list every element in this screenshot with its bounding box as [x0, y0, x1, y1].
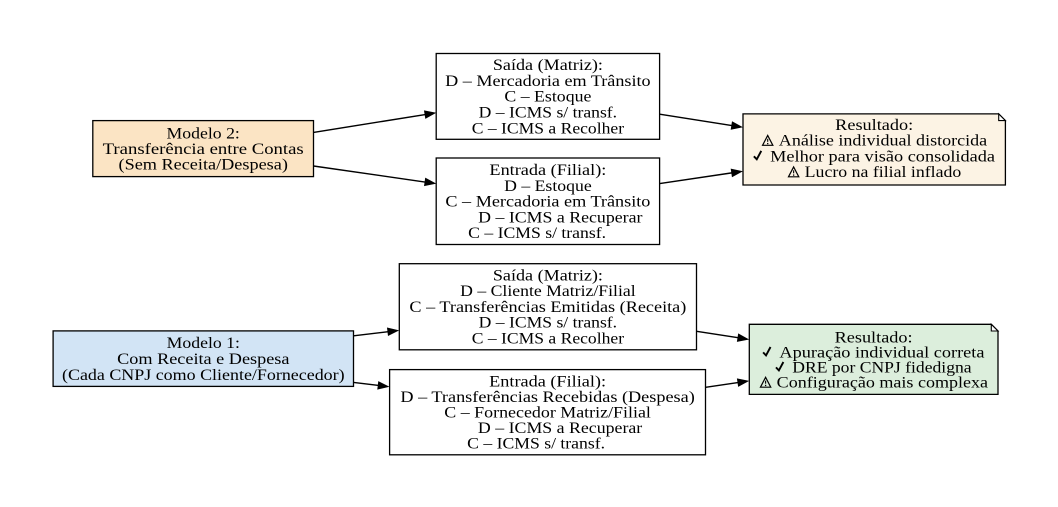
svg-text:D – Estoque: D – Estoque [504, 178, 592, 195]
svg-text:Transferência entre Contas: Transferência entre Contas [103, 141, 304, 158]
svg-text:Análise individual distorcida: Análise individual distorcida [779, 133, 987, 150]
svg-text:D – Cliente Matriz/Filial: D – Cliente Matriz/Filial [460, 283, 636, 300]
svg-text:Saída (Matriz):: Saída (Matriz): [493, 57, 603, 74]
svg-text:C – ICMS s/ transf.: C – ICMS s/ transf. [467, 435, 605, 452]
svg-text:D – ICMS s/ transf.: D – ICMS s/ transf. [479, 105, 617, 122]
svg-text:Resultado:: Resultado: [835, 330, 913, 347]
svg-text:C – Estoque: C – Estoque [504, 89, 591, 106]
svg-text:(Cada CNPJ como Cliente/Fornec: (Cada CNPJ como Cliente/Fornecedor) [62, 367, 345, 384]
svg-text:Resultado:: Resultado: [835, 117, 913, 134]
svg-text:Modelo 1:: Modelo 1: [167, 335, 240, 352]
svg-text:C – ICMS a Recolher: C – ICMS a Recolher [472, 120, 625, 137]
svg-text:D – ICMS a Recuperar: D – ICMS a Recuperar [478, 209, 643, 226]
svg-text:(Sem Receita/Despesa): (Sem Receita/Despesa) [119, 156, 288, 173]
svg-text:Lucro na filial inflado: Lucro na filial inflado [805, 164, 962, 181]
svg-text:DRE por CNPJ fidedigna: DRE por CNPJ fidedigna [792, 360, 971, 377]
svg-text:Apuração individual correta: Apuração individual correta [779, 345, 984, 362]
svg-text:D – Transferências Recebidas (: D – Transferências Recebidas (Despesa) [400, 389, 694, 406]
svg-text:C – Mercadoria em Trânsito: C – Mercadoria em Trânsito [445, 194, 650, 211]
svg-text:Entrada (Filial):: Entrada (Filial): [489, 374, 606, 391]
svg-text:Saída (Matriz):: Saída (Matriz): [493, 267, 603, 284]
svg-text:D – ICMS a Recuperar: D – ICMS a Recuperar [478, 420, 643, 437]
svg-text:C – ICMS s/ transf.: C – ICMS s/ transf. [468, 225, 606, 242]
svg-text:D – ICMS s/ transf.: D – ICMS s/ transf. [479, 315, 617, 332]
svg-text:Entrada (Filial):: Entrada (Filial): [489, 162, 606, 179]
svg-text:Com Receita e Despesa: Com Receita e Despesa [117, 351, 289, 368]
svg-text:Configuração mais complexa: Configuração mais complexa [777, 375, 988, 392]
svg-text:C – ICMS a Recolher: C – ICMS a Recolher [472, 330, 625, 347]
svg-text:Modelo 2:: Modelo 2: [167, 126, 240, 143]
svg-text:C – Transferências Emitidas (R: C – Transferências Emitidas (Receita) [409, 299, 686, 316]
svg-text:C – Fornecedor Matriz/Filial: C – Fornecedor Matriz/Filial [444, 405, 651, 422]
svg-text:D – Mercadoria em Trânsito: D – Mercadoria em Trânsito [445, 73, 651, 90]
svg-text:Melhor para visão consolidada: Melhor para visão consolidada [770, 149, 995, 166]
